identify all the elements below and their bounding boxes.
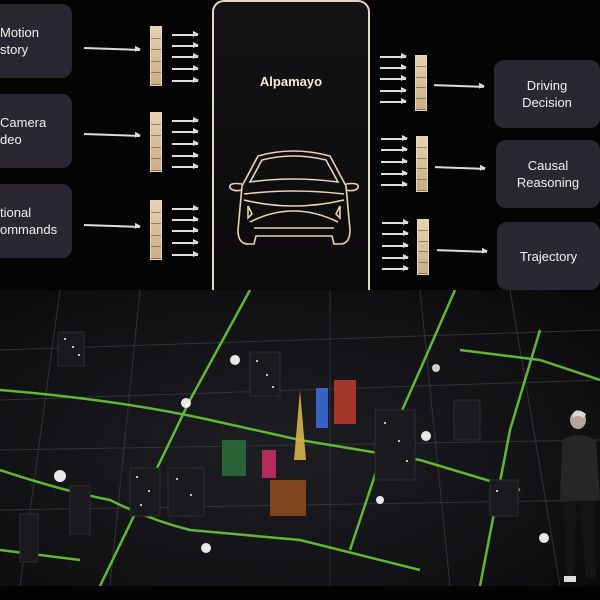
- arrow-icon: [434, 166, 486, 170]
- input-label: Camera deo: [0, 115, 47, 147]
- token-stack-output-1: [415, 55, 427, 111]
- arrow-icon: [172, 128, 199, 134]
- arrow-icon: [382, 242, 409, 248]
- token-stack-input-3: [150, 200, 162, 260]
- output-label: Trajectory: [519, 248, 578, 264]
- input-label: tional ommands: [0, 205, 58, 237]
- arrow-icon: [172, 42, 199, 48]
- car-outline-icon: [228, 150, 360, 245]
- arrow-icon: [172, 77, 199, 83]
- arrow-icon: [172, 239, 199, 245]
- arrow-icon: [172, 65, 199, 71]
- arrow-icon: [381, 158, 408, 164]
- arrow-icon: [172, 53, 199, 59]
- arrow-icon: [172, 117, 199, 123]
- input-box-motion-history: Motion story: [0, 4, 72, 78]
- arrow-icon: [380, 98, 407, 104]
- arrow-icon: [83, 47, 141, 51]
- arrow-icon: [382, 265, 409, 271]
- arrow-icon: [381, 181, 408, 187]
- arrow-icon: [436, 249, 488, 253]
- input-box-navigational-commands: tional ommands: [0, 184, 72, 258]
- arrow-icon: [172, 216, 199, 222]
- model-card: Alpamayo: [212, 0, 370, 302]
- input-label: Motion story: [0, 25, 40, 57]
- output-label: Causal Reasoning: [516, 158, 580, 190]
- arrow-icon: [83, 133, 141, 137]
- arrow-icon: [172, 251, 199, 257]
- arrow-icon: [381, 146, 408, 152]
- arrow-icon: [380, 53, 407, 59]
- arrow-icon: [172, 152, 199, 158]
- output-label: Driving Decision: [522, 78, 572, 110]
- token-stack-input-2: [150, 112, 162, 172]
- token-stack-input-1: [150, 26, 162, 86]
- arrow-icon: [380, 75, 407, 81]
- output-box-driving-decision: Driving Decision: [494, 60, 600, 128]
- token-stack-output-3: [417, 219, 429, 275]
- presentation-screen: Motion story Camera deo tional ommands A…: [0, 0, 600, 300]
- arrow-icon: [381, 170, 408, 176]
- arrow-icon: [380, 64, 407, 70]
- stage-floor: [0, 586, 600, 600]
- arrow-icon: [380, 87, 407, 93]
- token-stack-output-2: [416, 136, 428, 192]
- arrow-icon: [382, 230, 409, 236]
- arrow-icon: [382, 254, 409, 260]
- output-box-causal-reasoning: Causal Reasoning: [496, 140, 600, 208]
- arrow-icon: [172, 140, 199, 146]
- presenter-figure: [560, 410, 600, 582]
- city-map-illustration: [0, 290, 600, 586]
- arrow-icon: [433, 84, 485, 88]
- arrow-icon: [83, 224, 141, 228]
- arrow-icon: [381, 135, 408, 141]
- arrow-icon: [172, 205, 199, 211]
- arrow-icon: [382, 219, 409, 225]
- city-map-backdrop: [0, 290, 600, 586]
- arrow-icon: [172, 31, 199, 37]
- input-box-camera-video: Camera deo: [0, 94, 72, 168]
- arrow-icon: [172, 163, 199, 169]
- arrow-icon: [172, 227, 199, 233]
- output-box-trajectory: Trajectory: [497, 222, 600, 290]
- neon-district: [222, 380, 356, 516]
- model-title: Alpamayo: [259, 74, 323, 89]
